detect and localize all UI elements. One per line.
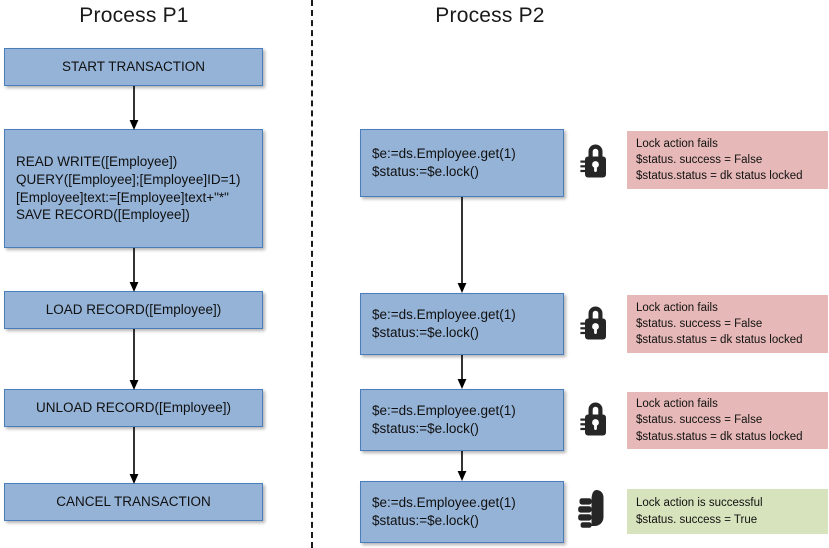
annotation-lock-fail-3: Lock action fails $status. success = Fal… (627, 392, 828, 449)
lock-icon (580, 144, 606, 178)
p1-arrow-4 (129, 427, 139, 484)
column-title-p2: Process P2 (435, 4, 545, 27)
p1-step-label: READ WRITE([Employee]) QUERY([Employee];… (16, 153, 241, 223)
annotation-lock-fail-1: Lock action fails $status. success = Fal… (627, 131, 828, 189)
p1-arrow-1 (129, 86, 139, 130)
p1-step-label: START TRANSACTION (61, 59, 206, 75)
column-title-p1: Process P1 (79, 4, 189, 27)
p1-step-label: LOAD RECORD([Employee]) (45, 302, 222, 318)
p1-step-read-write[interactable]: READ WRITE([Employee]) QUERY([Employee];… (4, 129, 263, 248)
annotation-text: Lock action fails $status. success = Fal… (636, 398, 803, 443)
p1-arrow-2 (129, 248, 139, 292)
annotation-lock-success: Lock action is successful $status. succe… (627, 489, 828, 534)
p1-arrow-3 (129, 329, 139, 390)
p2-step-1[interactable]: $e:=ds.Employee.get(1) $status:=$e.lock(… (360, 129, 564, 197)
p2-step-code: $e:=ds.Employee.get(1) $status:=$e.lock(… (372, 403, 516, 436)
p2-step-3[interactable]: $e:=ds.Employee.get(1) $status:=$e.lock(… (360, 389, 564, 451)
p1-step-unload-record[interactable]: UNLOAD RECORD([Employee]) (4, 389, 263, 427)
annotation-text: Lock action fails $status. success = Fal… (636, 301, 803, 347)
process-divider (311, 0, 313, 548)
annotation-lock-fail-2: Lock action fails $status. success = Fal… (627, 295, 828, 353)
p2-step-code: $e:=ds.Employee.get(1) $status:=$e.lock(… (372, 495, 516, 528)
annotation-text: Lock action fails $status. success = Fal… (636, 137, 803, 183)
p2-step-code: $e:=ds.Employee.get(1) $status:=$e.lock(… (372, 146, 516, 179)
lock-icon (580, 306, 606, 340)
p2-step-code: $e:=ds.Employee.get(1) $status:=$e.lock(… (372, 307, 516, 340)
p1-step-start-transaction[interactable]: START TRANSACTION (4, 48, 263, 86)
p2-step-2[interactable]: $e:=ds.Employee.get(1) $status:=$e.lock(… (360, 293, 564, 355)
p1-step-cancel-transaction[interactable]: CANCEL TRANSACTION (4, 483, 263, 521)
p1-step-label: CANCEL TRANSACTION (56, 494, 211, 510)
p1-step-label: UNLOAD RECORD([Employee]) (35, 400, 232, 416)
p2-arrow-2 (457, 355, 467, 389)
p2-arrow-1 (457, 197, 467, 293)
annotation-text: Lock action is successful $status. succe… (636, 497, 763, 526)
p2-step-4[interactable]: $e:=ds.Employee.get(1) $status:=$e.lock(… (360, 481, 564, 543)
p2-arrow-3 (457, 451, 467, 481)
p1-step-load-record[interactable]: LOAD RECORD([Employee]) (4, 291, 263, 329)
thumbs-up-icon (578, 490, 604, 528)
lock-icon (580, 402, 606, 436)
